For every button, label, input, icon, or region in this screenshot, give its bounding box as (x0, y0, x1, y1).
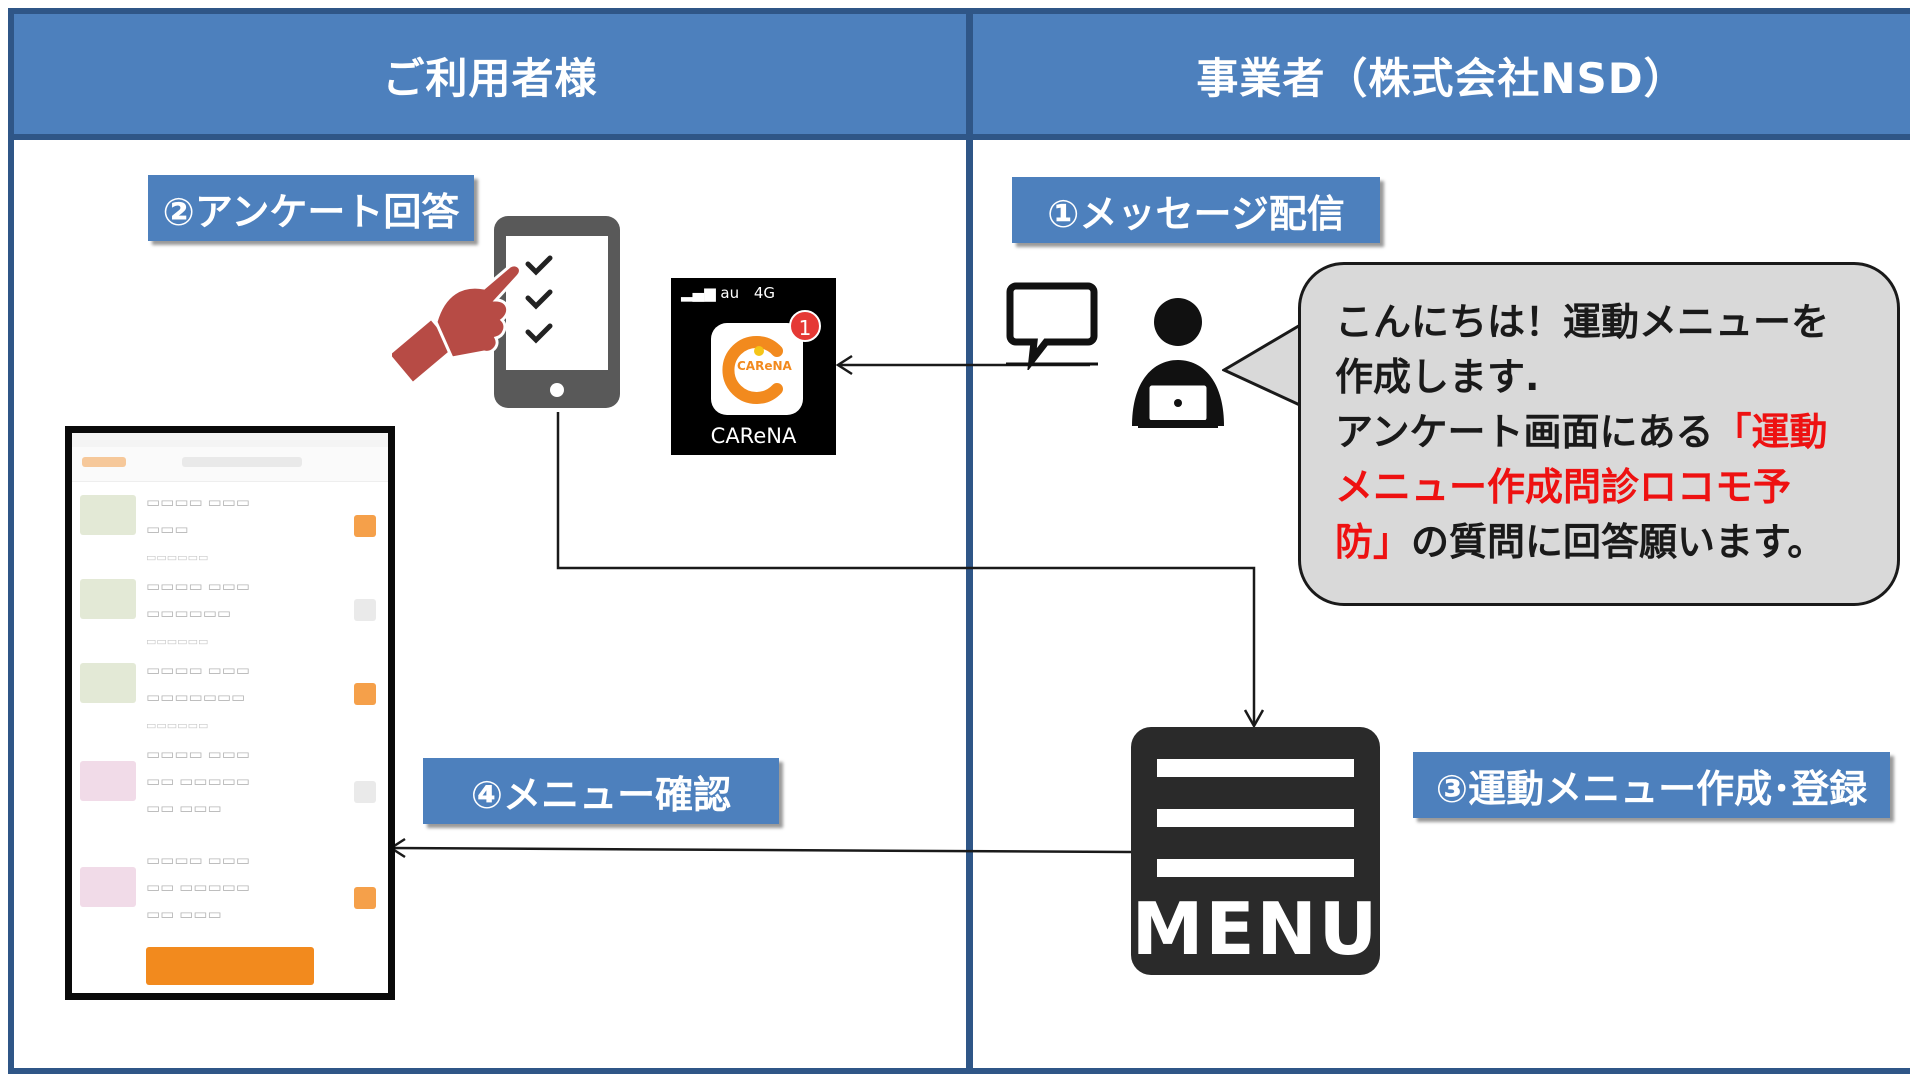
menu-bar-bottom (1157, 859, 1354, 877)
person-laptop-icon (1132, 298, 1224, 428)
hand-icon (392, 263, 522, 386)
carena-app-icon[interactable]: ▂▄▆ au 4G CAReNA 1 CAReNA (671, 278, 836, 455)
menu-bar-top (1157, 759, 1354, 777)
diagram-frame (8, 8, 1910, 1074)
arrow-head-menu (1243, 709, 1265, 729)
notification-badge: 1 (789, 310, 821, 342)
header-provider-label: 事業者（株式会社NSD） (1196, 53, 1687, 103)
screenshot-nav-bar (72, 447, 388, 482)
step1-label: ①メッセージ配信 (1012, 177, 1380, 243)
logo-text: CAReNA (737, 359, 792, 373)
message-bubble: こんにちは！運動メニューを 作成します. アンケート画面にある「運動 メニュー作… (1298, 262, 1900, 606)
step2-text: ②アンケート回答 (162, 189, 460, 234)
bubble-line-5a: 防」 (1335, 520, 1412, 564)
header-provider: 事業者（株式会社NSD） (973, 14, 1910, 136)
bubble-line-3: アンケート画面にある「運動 (1335, 405, 1873, 460)
tablet-checklist-icon (494, 216, 620, 408)
menu-bar-middle (1157, 809, 1354, 827)
chat-icon (1006, 282, 1098, 370)
screenshot-submit-button (146, 947, 314, 985)
arrow-menu-to-user (390, 846, 1132, 854)
carena-logo-icon (722, 336, 783, 404)
menu-label: MENU (1131, 887, 1380, 971)
header-divider (8, 134, 1910, 140)
screenshot-row: ▭▭▭▭ ▭▭▭▭▭ ▭▭▭▭▭▭▭ ▭▭▭ (80, 843, 380, 943)
step2-label: ②アンケート回答 (148, 175, 474, 241)
app-menu-screenshot: ▭▭▭▭ ▭▭▭▭▭▭ ▭▭▭▭▭▭ ▭▭▭▭ ▭▭▭▭▭▭▭▭▭ ▭▭▭▭▭▭… (65, 426, 395, 1000)
screenshot-status-bar (72, 433, 388, 447)
step3-label: ③運動メニュー作成･登録 (1413, 752, 1890, 818)
step1-text: ①メッセージ配信 (1047, 191, 1345, 236)
header-users-label: ご利用者様 (382, 53, 598, 103)
bubble-line-4: メニュー作成問診ロコモ予 (1335, 465, 1792, 509)
step4-label: ④メニュー確認 (423, 758, 779, 824)
step4-text: ④メニュー確認 (470, 772, 732, 817)
status-carrier: au (720, 284, 740, 302)
bubble-tail (1222, 321, 1304, 409)
bubble-line-5b: の質問に回答願います。 (1411, 520, 1826, 564)
signal-icon: ▂▄▆ (681, 284, 716, 302)
screenshot-row: ▭▭▭▭ ▭▭▭▭▭▭▭▭▭ ▭▭▭▭▭▭ (80, 569, 380, 653)
app-name: CAReNA (710, 424, 797, 448)
screenshot-row: ▭▭▭▭ ▭▭▭▭▭ ▭▭▭▭▭▭▭ ▭▭▭ (80, 737, 380, 837)
bubble-line-2: 作成します. (1335, 355, 1540, 399)
arrow-head-app (835, 354, 853, 376)
arrow-answer-to-menu (556, 412, 1256, 724)
step3-text: ③運動メニュー作成･登録 (1435, 766, 1868, 811)
status-network: 4G (753, 284, 776, 302)
app-logo-tile: CAReNA (711, 323, 803, 415)
menu-icon: MENU (1131, 727, 1380, 975)
bubble-line-1: こんにちは！運動メニューを (1335, 300, 1830, 344)
header-users: ご利用者様 (14, 14, 966, 136)
screenshot-row: ▭▭▭▭ ▭▭▭▭▭▭▭▭▭▭ ▭▭▭▭▭▭ (80, 653, 380, 737)
bubble-line-3a: アンケート画面にある (1335, 410, 1714, 454)
screenshot-row: ▭▭▭▭ ▭▭▭▭▭▭ ▭▭▭▭▭▭ (80, 485, 380, 569)
column-divider (966, 8, 973, 1074)
status-bar: ▂▄▆ au 4G (681, 284, 775, 302)
bubble-line-5: 防」の質問に回答願います。 (1335, 515, 1873, 570)
bubble-line-3b: 「運動 (1713, 410, 1828, 454)
